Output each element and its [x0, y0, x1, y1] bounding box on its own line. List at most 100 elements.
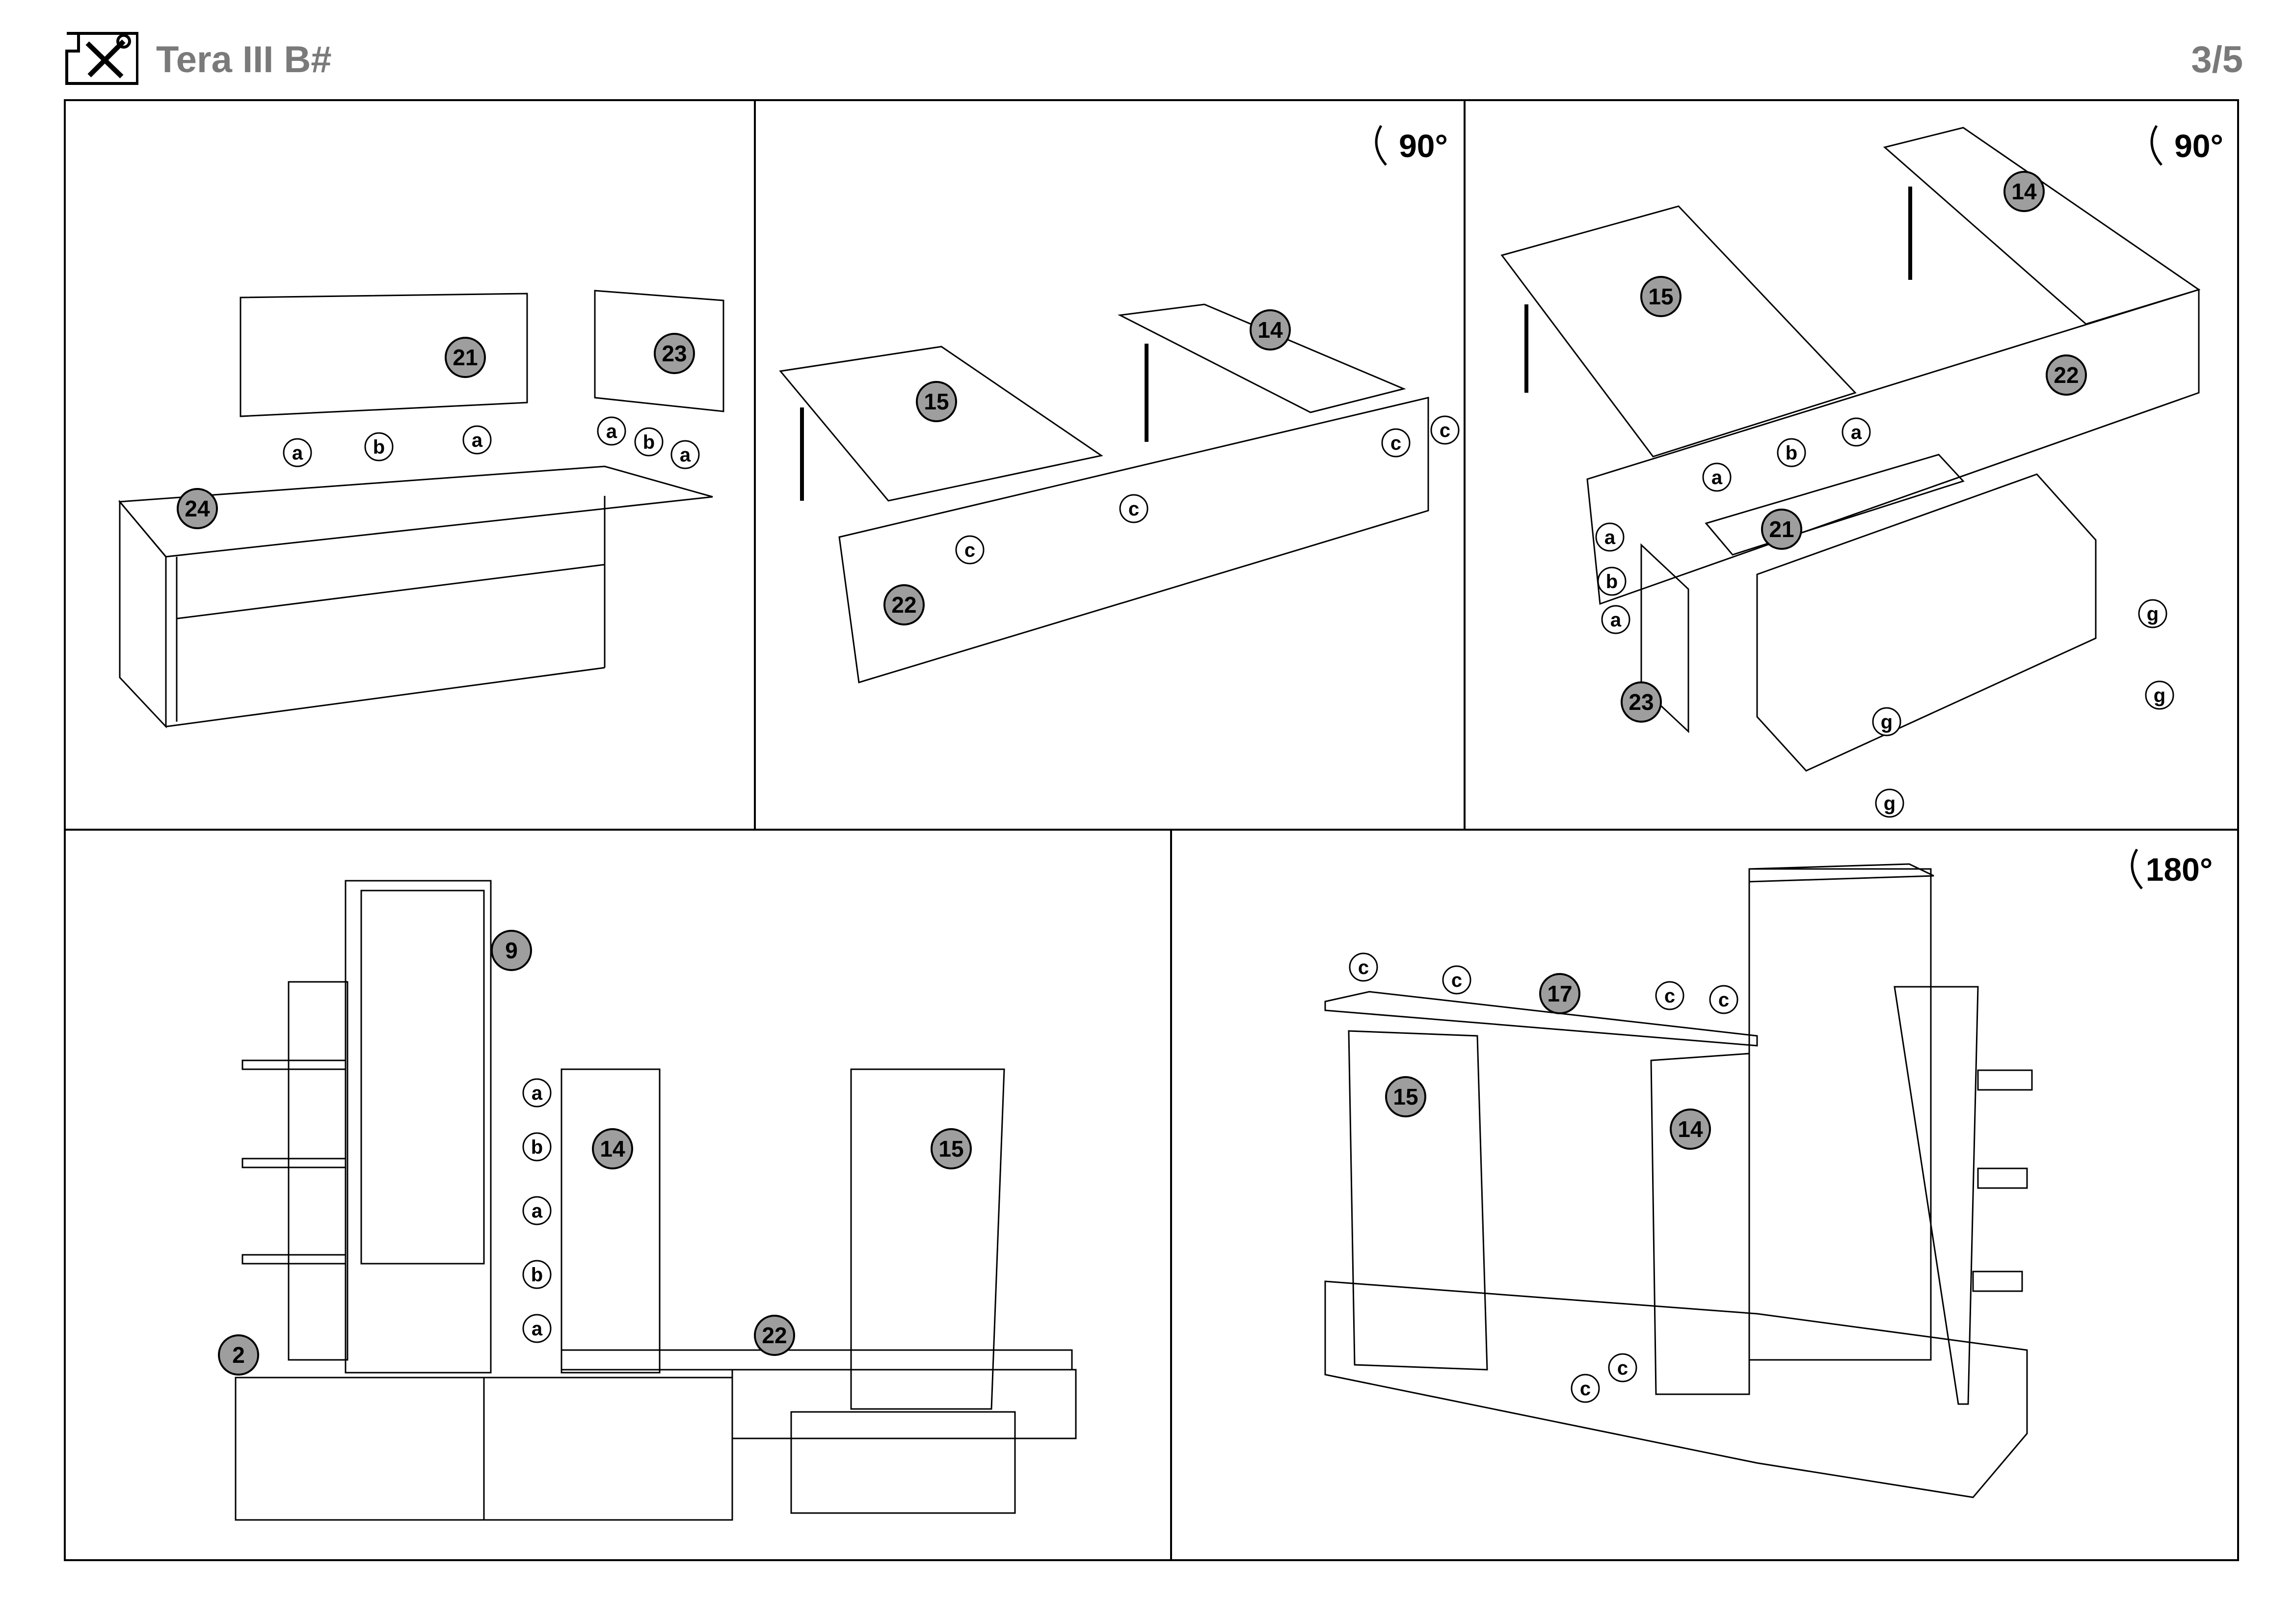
panel-22-side: [1586, 288, 2200, 605]
panel-14-top: [1883, 127, 2201, 325]
part-number-label: 14: [2011, 179, 2037, 204]
shelf-1: [241, 1059, 347, 1070]
connector-letter: a: [1604, 527, 1616, 548]
rotation-label: 180°: [2146, 851, 2213, 888]
panel-15-top: [1500, 205, 1857, 458]
connector-marker: c: [1442, 965, 1471, 995]
panel-15-standing: [850, 1068, 1005, 1410]
connector-marker: b: [634, 427, 664, 457]
part-number-badge: 14: [2003, 171, 2045, 212]
connector-marker: c: [1571, 1374, 1600, 1403]
part-number-label: 9: [505, 938, 518, 963]
cabinet-box: [1756, 473, 2097, 772]
connector-letter: b: [1786, 442, 1797, 464]
panel-22: [838, 397, 1429, 683]
panel-21-mid: [1705, 454, 1965, 556]
part-number-badge: 2: [218, 1334, 259, 1376]
step1-drawing: [118, 290, 724, 729]
connector-marker: g: [2145, 680, 2174, 710]
tall-unit: [1748, 868, 1932, 1361]
side-panel-right: [1894, 986, 1979, 1405]
connector-letter: a: [1610, 609, 1622, 631]
part-number-badge: 14: [1670, 1109, 1711, 1150]
part-number-badge: 22: [883, 584, 925, 625]
connector-marker: c: [1655, 981, 1684, 1010]
connector-letter: a: [680, 444, 691, 466]
connector-marker: a: [1595, 522, 1625, 552]
connector-letter: a: [532, 1318, 543, 1340]
connector-marker: b: [522, 1132, 552, 1162]
connector-marker: a: [597, 416, 626, 446]
shelf-2: [241, 1158, 347, 1168]
connector-letter: c: [964, 540, 975, 561]
part-number-badge: 22: [754, 1315, 795, 1356]
part-number-badge: 15: [916, 381, 957, 422]
connector-letter: a: [472, 430, 483, 451]
connector-marker: g: [1875, 788, 1904, 818]
connector-marker: a: [522, 1314, 552, 1343]
part-number-badge: 23: [654, 333, 695, 374]
connector-marker: b: [1777, 438, 1806, 467]
connector-letter: c: [1451, 970, 1462, 991]
panel-15: [779, 346, 1103, 502]
part-number-badge: 24: [177, 488, 218, 529]
rotation-label: 90°: [1399, 128, 1448, 164]
connector-letter: c: [1664, 985, 1675, 1007]
shelf-r1: [1977, 1069, 2033, 1091]
part-number-label: 14: [600, 1136, 625, 1162]
part-number-badge: 23: [1621, 681, 1662, 723]
part-number-label: 23: [662, 341, 687, 366]
panel-15-front: [1348, 1030, 1488, 1371]
part-number-badge: 15: [931, 1128, 972, 1169]
tools-icon: [65, 32, 138, 85]
side-panel-left: [288, 981, 348, 1361]
connector-letter: c: [1718, 989, 1729, 1011]
connector-letter: b: [643, 432, 655, 453]
part-number-badge: 22: [2046, 354, 2087, 396]
part-number-label: 15: [924, 389, 949, 414]
part-number-badge: 17: [1539, 973, 1580, 1014]
connector-marker: c: [1709, 985, 1738, 1014]
connector-letter: c: [1358, 957, 1369, 978]
connector-letter: c: [1580, 1378, 1591, 1400]
part-number-label: 22: [2054, 362, 2079, 388]
part-number-label: 15: [1393, 1084, 1418, 1110]
connector-letter: b: [373, 436, 385, 458]
part-number-badge: 21: [445, 337, 486, 378]
connector-letter: a: [532, 1200, 543, 1222]
cabinet-shelf: [176, 564, 605, 620]
cabinet-front: [119, 499, 167, 729]
shelf-r2: [1977, 1167, 2028, 1189]
step4-drawing: [235, 880, 1077, 1521]
panel-17: [1324, 991, 1758, 1047]
shelf-r3: [1972, 1271, 2023, 1292]
connector-marker: c: [1349, 952, 1378, 982]
connector-letter: g: [1881, 711, 1893, 733]
part-number-label: 24: [185, 496, 210, 521]
part-number-badge: 21: [1761, 509, 1802, 550]
rotate-icon: 90°: [1375, 125, 1448, 166]
connector-letter: a: [532, 1083, 543, 1104]
base-unit: [1324, 1280, 2028, 1498]
step3-drawing: [1500, 127, 2201, 772]
unit-9-inner: [360, 890, 485, 1265]
connector-letter: a: [292, 442, 303, 464]
connector-letter: a: [1711, 467, 1723, 488]
panel-14-standing: [561, 1068, 661, 1374]
part-number-badge: 14: [1250, 309, 1291, 351]
small-cabinet: [790, 1411, 1016, 1514]
connector-marker: a: [1842, 417, 1871, 447]
connector-marker: a: [522, 1196, 552, 1225]
panel-23-end: [1640, 543, 1689, 733]
part-number-label: 23: [1629, 689, 1654, 715]
connector-letter: c: [1128, 498, 1139, 520]
part-number-badge: 14: [592, 1128, 633, 1169]
part-number-label: 22: [762, 1323, 787, 1348]
page-number: 3/5: [2191, 39, 2243, 81]
panel-14: [1117, 303, 1406, 413]
part-number-label: 15: [1648, 284, 1673, 309]
connector-marker: a: [283, 438, 312, 467]
connector-marker: b: [522, 1260, 552, 1289]
part-number-label: 2: [232, 1342, 245, 1368]
connector-letter: b: [531, 1137, 543, 1158]
